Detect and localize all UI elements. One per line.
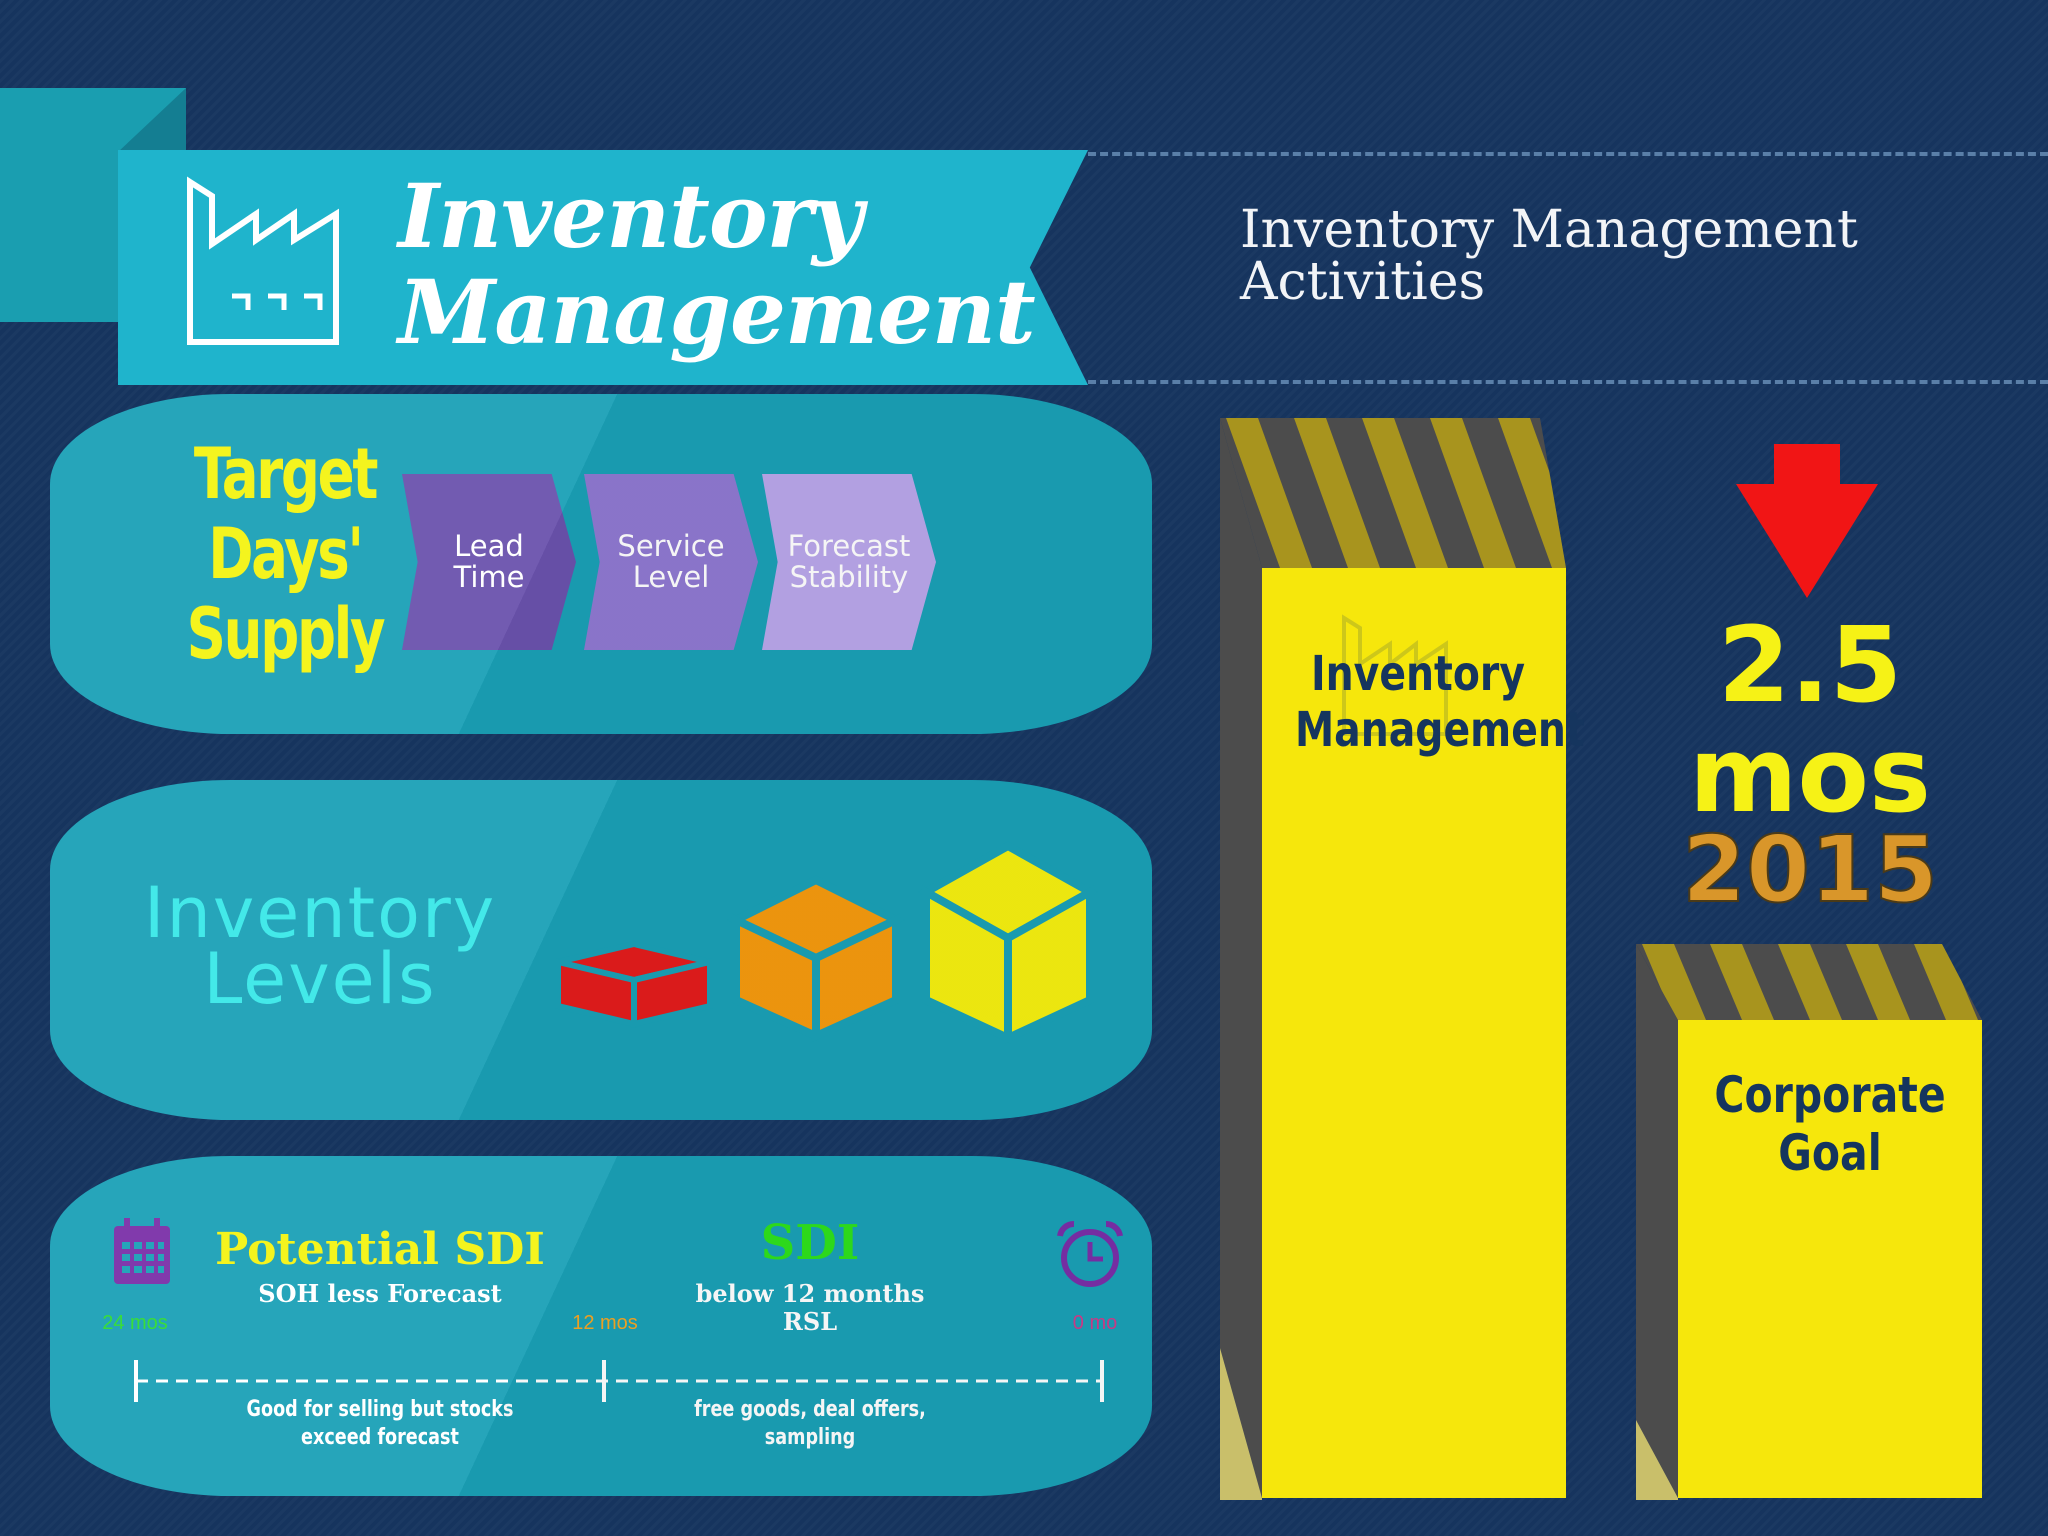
inventory-levels-panel: Inventory Levels (50, 780, 1152, 1120)
activities-title-line2: Activities (1240, 252, 1486, 312)
tick-label-0: 0 mo (1072, 1312, 1118, 1334)
target-value: 2.5 mos (1620, 610, 2000, 830)
potential-sdi-subtitle: SOH less Forecast (258, 1279, 502, 1308)
inventory-column (1220, 418, 1566, 1500)
corporate-goal-line1: Corporate (1714, 1066, 1946, 1124)
sdi-timeline (134, 1360, 1104, 1402)
target-value-unit: mos (1689, 714, 1931, 836)
page-title-line1: Inventory (398, 164, 863, 268)
inventory-column-line2: Management (1295, 702, 1585, 758)
inventory-boxes (555, 841, 1099, 1045)
chevron-label: Lead (454, 529, 524, 563)
corporate-goal-column (1636, 944, 1982, 1500)
alarm-clock-icon (1057, 1220, 1123, 1287)
activities-title: Inventory Management Activities (1240, 204, 1960, 308)
calendar-icon (114, 1218, 170, 1284)
sdi-panel: Potential SDI SOH less Forecast SDI belo… (50, 1156, 1152, 1496)
caption-right: free goods, deal offers, sampling (694, 1397, 926, 1450)
small-box (555, 940, 713, 1028)
levels-line-1: Inventory (143, 872, 497, 954)
page-title: Inventory Management (398, 168, 1038, 360)
levels-line-2: Levels (203, 938, 437, 1020)
chevron-label: Level (632, 560, 710, 594)
dashed-rule-bottom (1088, 380, 2048, 384)
target-value-number: 2.5 (1717, 604, 1903, 726)
tick-label-24: 24 mos (102, 1312, 168, 1334)
tds-line-3: Supply (186, 593, 386, 675)
medium-box (726, 875, 906, 1043)
inventory-column-label: Inventory Management (1295, 646, 1585, 758)
sdi-subtitle-line2: RSL (782, 1307, 838, 1336)
tick-label-12: 12 mos (572, 1312, 638, 1334)
inventory-column-line1: Inventory (1311, 646, 1525, 702)
target-year: 2015 (1681, 816, 1939, 923)
chevron-label: Service (617, 529, 725, 563)
dashed-rule-top (1088, 152, 2048, 156)
down-arrow-icon (1736, 444, 1878, 598)
chevron-label: Stability (789, 560, 909, 594)
tds-line-1: Target (193, 433, 378, 515)
inventory-levels-label: Inventory Levels (120, 872, 520, 1020)
page-title-line2: Management (398, 260, 1036, 364)
chevron-label: Time (453, 560, 525, 594)
corporate-goal-line2: Goal (1778, 1124, 1882, 1182)
large-box (917, 841, 1099, 1045)
title-banner (118, 150, 1088, 385)
caption-left: Good for selling but stocks exceed forec… (236, 1396, 524, 1452)
chevron-label: Forecast (787, 529, 911, 563)
target-days-supply-label: Target Days' Supply (172, 434, 398, 674)
sdi-title: SDI (760, 1215, 860, 1271)
sdi-subtitle: below 12 months RSL (670, 1280, 950, 1336)
corporate-goal-label: Corporate Goal (1707, 1066, 1953, 1182)
factory-icon (187, 176, 339, 345)
sdi-subtitle-line1: below 12 months (695, 1279, 925, 1308)
caption-left-line2: exceed forecast (301, 1425, 459, 1450)
caption-left-line1: Good for selling but stocks (246, 1397, 514, 1422)
potential-sdi-title: Potential SDI (215, 1224, 545, 1275)
tds-line-2: Days' (208, 513, 364, 595)
activities-title-line1: Inventory Management (1240, 200, 1858, 260)
